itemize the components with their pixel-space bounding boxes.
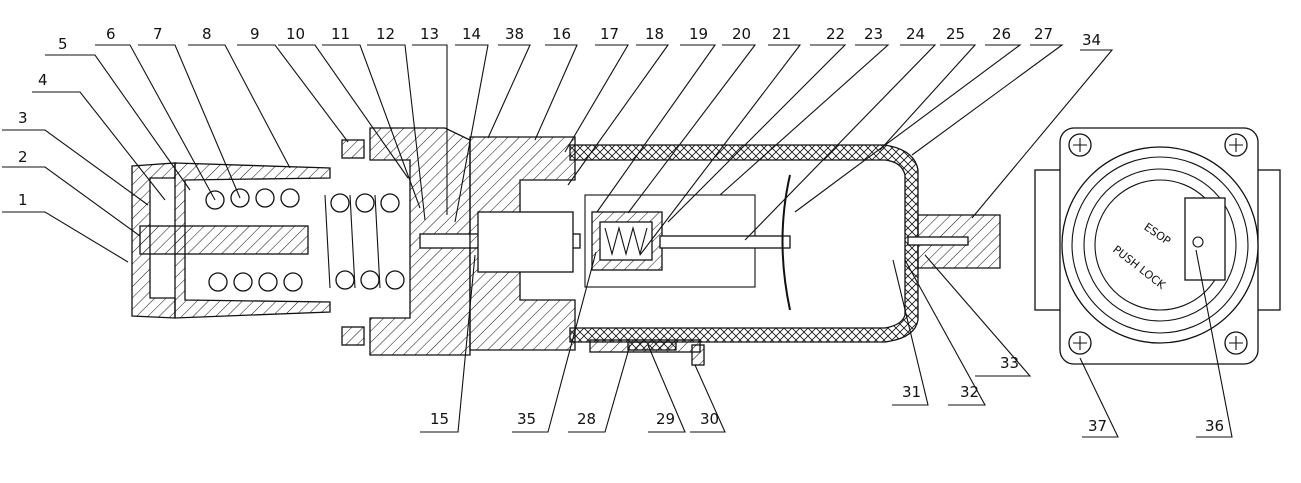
callout-30: 30 xyxy=(700,410,719,428)
screw-bottom-right-icon xyxy=(1224,331,1248,355)
callout-29: 29 xyxy=(656,410,675,428)
callouts-bottom: 15 35 28 29 30 31 32 33 37 36 xyxy=(430,354,1224,435)
callout-22: 22 xyxy=(826,25,845,43)
inner-ring xyxy=(1083,168,1237,322)
callout-16: 16 xyxy=(552,25,571,43)
disc xyxy=(781,174,791,311)
callout-21: 21 xyxy=(772,25,791,43)
enclosure xyxy=(569,144,919,343)
outer-ring xyxy=(1061,146,1259,344)
callout-9: 9 xyxy=(250,25,260,43)
screw-top-right-icon xyxy=(1224,133,1248,157)
callout-20: 20 xyxy=(732,25,751,43)
callout-35: 35 xyxy=(517,410,536,428)
callout-36: 36 xyxy=(1205,417,1224,435)
screw-top-left-icon xyxy=(1068,133,1092,157)
leader-lines xyxy=(2,44,1233,438)
screw-bottom-left-icon xyxy=(1068,331,1092,355)
callout-1: 1 xyxy=(18,191,28,209)
callout-23: 23 xyxy=(864,25,883,43)
lock-block xyxy=(1184,197,1226,281)
callout-27: 27 xyxy=(1034,25,1053,43)
mid-ring xyxy=(1071,156,1249,334)
callout-32: 32 xyxy=(960,383,979,401)
lock-nut-bottom xyxy=(341,326,365,346)
contact-spring xyxy=(604,225,648,257)
callout-38: 38 xyxy=(505,25,524,43)
terminal-pin xyxy=(907,236,969,246)
lower-spring xyxy=(627,341,677,351)
callout-26: 26 xyxy=(992,25,1011,43)
callout-8: 8 xyxy=(202,25,212,43)
callout-28: 28 xyxy=(577,410,596,428)
callout-25: 25 xyxy=(946,25,965,43)
callout-17: 17 xyxy=(600,25,619,43)
callout-13: 13 xyxy=(420,25,439,43)
callout-6: 6 xyxy=(106,25,116,43)
callout-11: 11 xyxy=(331,25,350,43)
callout-34: 34 xyxy=(1082,31,1101,49)
callout-10: 10 xyxy=(286,25,305,43)
lock-hole xyxy=(1192,236,1204,248)
callout-24: 24 xyxy=(906,25,925,43)
lock-nut-top xyxy=(341,139,365,159)
callout-15: 15 xyxy=(430,410,449,428)
callout-2: 2 xyxy=(18,148,28,166)
callout-33: 33 xyxy=(1000,354,1019,372)
lower-screw xyxy=(691,344,705,366)
callout-5: 5 xyxy=(58,35,68,53)
callout-3: 3 xyxy=(18,109,28,127)
push-rod xyxy=(139,225,309,255)
callouts-top: 1 2 3 4 5 6 7 8 9 10 11 12 13 14 38 16 1… xyxy=(18,25,1101,209)
callout-37: 37 xyxy=(1088,417,1107,435)
callout-19: 19 xyxy=(689,25,708,43)
callout-31: 31 xyxy=(902,383,921,401)
callout-7: 7 xyxy=(153,25,163,43)
spring-housing xyxy=(174,162,331,319)
actuator-shaft xyxy=(659,235,791,249)
inner-insert xyxy=(477,211,574,273)
callout-12: 12 xyxy=(376,25,395,43)
spring-coils xyxy=(205,188,405,292)
callout-4: 4 xyxy=(38,71,48,89)
front-view: ESOP PUSH LOCK xyxy=(1034,127,1281,365)
callout-18: 18 xyxy=(645,25,664,43)
side-section-view xyxy=(131,127,1001,366)
callout-14: 14 xyxy=(462,25,481,43)
